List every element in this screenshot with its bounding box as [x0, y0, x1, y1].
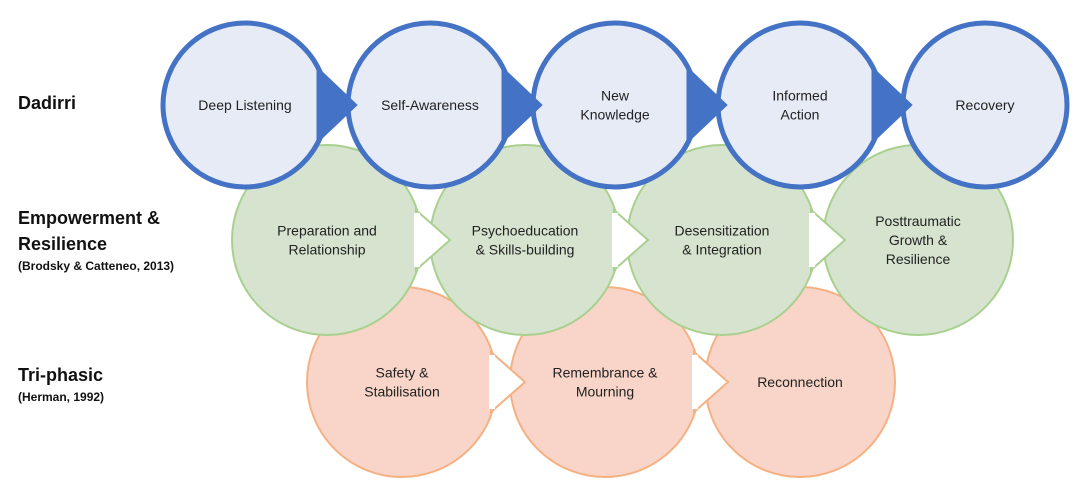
empowerment-step-label: Relationship: [288, 242, 365, 258]
empowerment-step-label: Growth &: [889, 232, 948, 248]
empowerment-arrow-join: [809, 213, 815, 267]
dadirri-step-label: New: [601, 88, 630, 104]
triphasic-step-label: Remembrance &: [552, 365, 658, 381]
dadirri-step-label: Deep Listening: [198, 97, 291, 113]
row-label-triphasic: Tri-phasic (Herman, 1992): [18, 362, 104, 406]
triphasic-step-2: Remembrance & Mourning: [509, 286, 701, 478]
empowerment-title-line-2: Resilience: [18, 234, 108, 254]
dadirri-step-circle: [530, 20, 700, 190]
dadirri-title: Dadirri: [18, 93, 77, 113]
triphasic-step-3: Reconnection: [704, 286, 896, 478]
triphasic-citation: (Herman, 1992): [18, 390, 105, 404]
empowerment-step-label: Psychoeducation: [472, 223, 579, 239]
empowerment-step-label: & Skills-building: [476, 242, 575, 258]
empowerment-step-label: Desensitization: [675, 223, 770, 239]
row-triphasic: Safety & Stabilisation Remembrance & Mourni…: [306, 286, 896, 478]
empowerment-citation: (Brodsky & Catteneo, 2013): [18, 259, 175, 273]
row-label-dadirri: Dadirri: [18, 90, 76, 116]
dadirri-step-5: Recovery: [900, 20, 1070, 190]
dadirri-arrow-2: [501, 65, 543, 145]
row-dadirri: Deep Listening Self-Awareness NewKnowledge…: [160, 20, 1070, 190]
dadirri-step-label: Self-Awareness: [381, 97, 479, 113]
dadirri-arrow-1: [316, 65, 358, 145]
dadirri-step-label: Recovery: [955, 97, 1014, 113]
dadirri-arrow-3: [686, 65, 728, 145]
empowerment-step-3: Desensitization & Integration: [626, 144, 818, 336]
dadirri-step-label: Knowledge: [580, 107, 649, 123]
dadirri-arrow-4: [871, 65, 913, 145]
empowerment-step-label: Preparation and: [277, 223, 377, 239]
triphasic-title: Tri-phasic: [18, 365, 104, 385]
triphasic-arrow-join: [489, 355, 495, 409]
empowerment-step-label: Resilience: [886, 251, 951, 267]
empowerment-step-label: Posttraumatic: [875, 213, 961, 229]
triphasic-step-label: Safety &: [376, 365, 430, 381]
empowerment-step-label: & Integration: [682, 242, 761, 258]
triphasic-step-label: Mourning: [576, 384, 634, 400]
dadirri-step-circle: [715, 20, 885, 190]
triphasic-arrow-join: [692, 355, 698, 409]
empowerment-arrow-join: [612, 213, 618, 267]
triphasic-step-label: Reconnection: [757, 374, 843, 390]
dadirri-step-label: Informed: [772, 88, 827, 104]
empowerment-title-line-1: Empowerment &: [18, 208, 161, 228]
dadirri-step-2: Self-Awareness: [345, 20, 515, 190]
row-label-empowerment: Empowerment & Resilience (Brodsky & Catt…: [18, 205, 174, 275]
triphasic-step-label: Stabilisation: [364, 384, 440, 400]
empowerment-arrow-join: [414, 213, 420, 267]
dadirri-step-1: Deep Listening: [160, 20, 330, 190]
dadirri-step-label: Action: [781, 107, 820, 123]
